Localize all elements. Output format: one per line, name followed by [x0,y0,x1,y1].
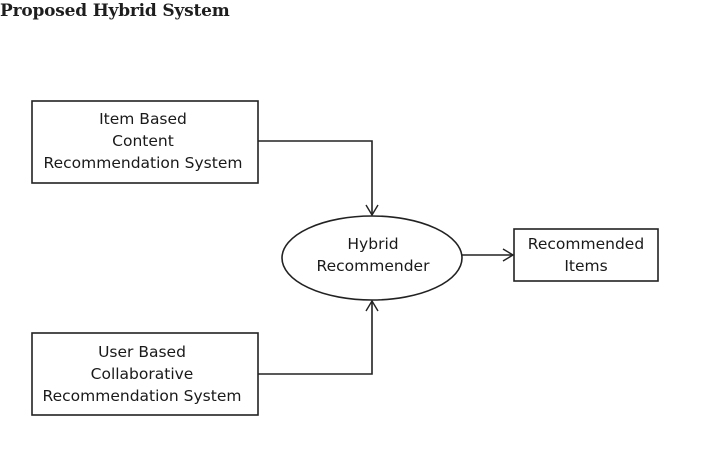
item-to-hybrid-line [258,140,373,215]
hybrid-line-2: Recommender [317,257,431,275]
item-based-line-1: Item Based [99,110,187,128]
recommended-line-2: Items [564,257,607,275]
user-to-hybrid-line [258,301,373,375]
recommended-line-1: Recommended [528,235,644,253]
user-based-collaborative-box [31,332,259,416]
item-based-line-2: Content [112,132,174,150]
user-to-hybrid-connector [258,299,379,375]
item-to-hybrid-arrowhead [365,204,379,217]
item-to-hybrid-connector [258,140,379,217]
item-based-line-3: Recommendation System [44,154,243,172]
page-title: Proposed Hybrid System [0,1,230,21]
item-based-content-node: Item Based Content Recommendation System [31,100,259,184]
hybrid-to-output-connector [462,248,515,262]
user-based-collaborative-node: User Based Collaborative Recommendation … [31,332,259,416]
hybrid-to-output-arrowhead [502,248,515,262]
user-based-line-3: Recommendation System [43,387,242,405]
item-based-content-box [31,100,259,184]
user-based-line-2: Collaborative [91,365,194,383]
hybrid-recommender-node: Hybrid Recommender [281,215,463,301]
user-to-hybrid-arrowhead [365,299,379,312]
hybrid-line-1: Hybrid [347,235,398,253]
user-based-line-1: User Based [98,343,186,361]
recommended-items-node: Recommended Items [513,228,659,282]
